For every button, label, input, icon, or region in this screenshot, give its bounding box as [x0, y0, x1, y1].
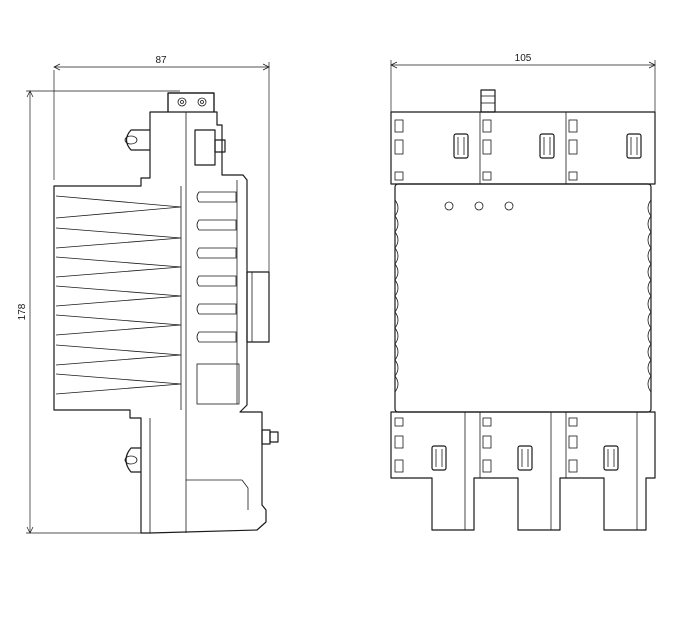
din-clip — [246, 271, 270, 343]
heat-sink-fins — [53, 112, 187, 533]
dimension-label-105: 105 — [515, 53, 532, 64]
central-housing — [394, 183, 652, 413]
bottom-terminal-block — [390, 411, 656, 531]
lower-details — [149, 418, 249, 533]
dimension-height: 178 — [17, 90, 180, 534]
upper-connector — [194, 129, 226, 166]
dimension-label-87: 87 — [155, 55, 167, 66]
dimension-width-side: 87 — [53, 55, 270, 272]
side-body-outline — [53, 92, 267, 534]
dimension-width-front: 105 — [390, 53, 656, 112]
lower-connector — [261, 429, 279, 445]
led-indicator-3 — [504, 201, 514, 211]
led-indicator-1 — [444, 201, 454, 211]
top-knob — [480, 89, 496, 113]
top-mounting-tab — [167, 92, 215, 113]
led-indicator-2 — [474, 201, 484, 211]
lower-hook — [124, 447, 141, 473]
side-view: 87 178 — [17, 55, 279, 534]
dimension-label-178: 178 — [17, 303, 28, 320]
top-terminal-block — [390, 111, 656, 185]
upper-hook — [124, 129, 150, 151]
side-slots — [196, 180, 240, 405]
front-view: 105 — [390, 53, 656, 531]
